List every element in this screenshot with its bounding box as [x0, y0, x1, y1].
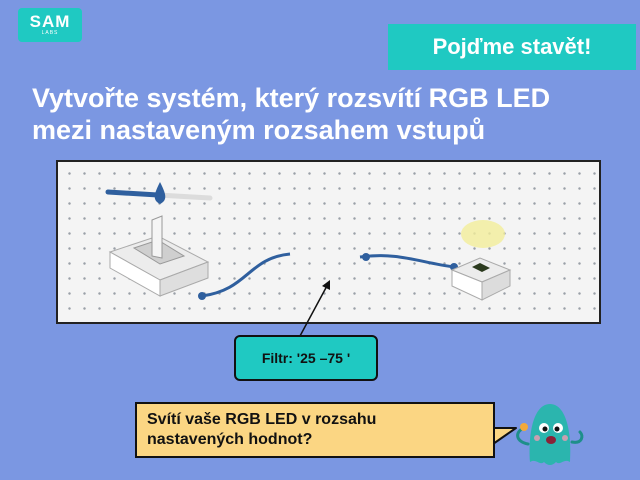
slider-output-node[interactable]	[198, 292, 206, 300]
canvas-drawing	[105, 182, 512, 301]
wire-filter-to-led	[359, 254, 455, 269]
slider-block-icon[interactable]	[105, 182, 213, 297]
banner: Pojďme stavět!	[388, 24, 636, 70]
title-line-1: Vytvořte systém, který rozsvítí RGB LED	[32, 83, 551, 113]
wire-slider-to-filter	[201, 252, 291, 298]
title-line-2: mezi nastaveným rozsahem vstupů	[32, 115, 486, 145]
question-bubble: Svítí vaše RGB LED v rozsahu nastavených…	[135, 402, 495, 458]
filter-output-node[interactable]	[362, 253, 370, 261]
page-title: Vytvořte systém, který rozsvítí RGB LED …	[32, 82, 632, 146]
question-line-2: nastavených hodnot?	[147, 431, 313, 448]
mascot-icon	[516, 404, 584, 465]
logo-main-text: SAM	[29, 12, 71, 31]
workspace-canvas: 75 25	[56, 160, 601, 324]
question-line-1: Svítí vaše RGB LED v rozsahu	[147, 411, 377, 428]
sam-labs-logo: SAM LABS	[18, 8, 82, 42]
logo-sub-text: LABS	[41, 30, 59, 36]
filter-callout: Filtr: '25 –75 '	[234, 335, 378, 381]
rgb-led-block-icon[interactable]	[450, 220, 512, 301]
